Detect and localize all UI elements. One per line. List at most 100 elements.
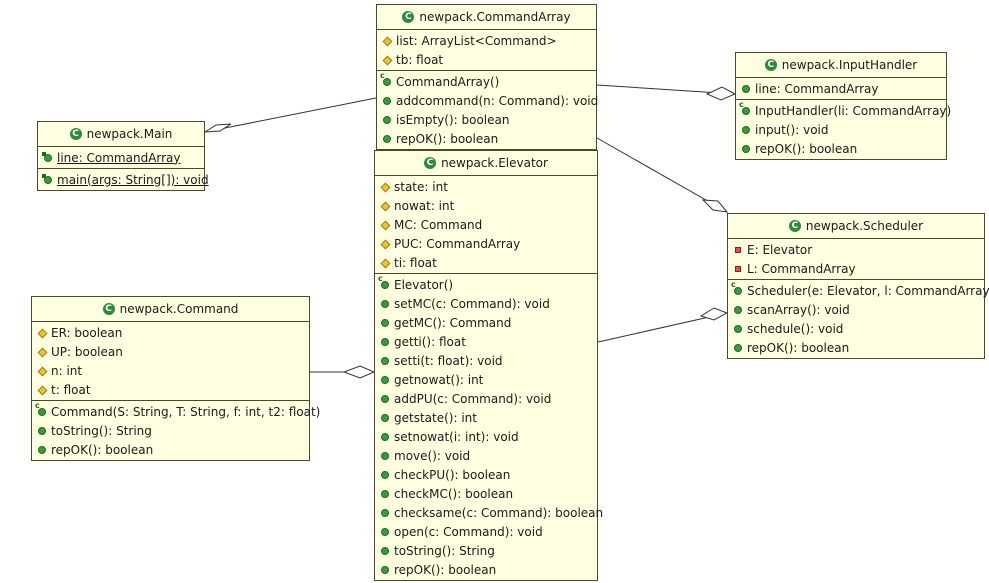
field-row: ti: float [375, 253, 597, 272]
method-row: getnowat(): int [375, 370, 597, 389]
method-row: setMC(c: Command): void [375, 294, 597, 313]
method-text: setnowat(i: int): void [394, 429, 519, 444]
method-text: addcommand(n: Command): void [396, 93, 599, 108]
method-row: Elevator() [375, 274, 597, 294]
method-text: schedule(): void [747, 321, 844, 336]
public-method-icon [379, 507, 391, 519]
class-main[interactable]: C newpack.Main line: CommandArray main(a… [37, 121, 209, 191]
public-method-icon [379, 431, 391, 443]
methods-section: Elevator() setMC(c: Command): void getMC… [375, 274, 603, 580]
fields-section: list: ArrayList<Command> tb: float [377, 30, 596, 71]
protected-field-icon [36, 365, 48, 377]
fields-section: line: CommandArray [38, 147, 204, 169]
method-text: Command(S: String, T: String, f: int, t2… [51, 404, 321, 419]
field-row: PUC: CommandArray [375, 234, 597, 253]
method-row: repOK(): boolean [728, 338, 984, 357]
public-method-icon [740, 124, 752, 136]
methods-section: main(args: String[]): void [38, 169, 209, 190]
constructor-icon [380, 71, 393, 88]
method-row: toString(): String [32, 421, 309, 440]
methods-section: CommandArray() addcommand(n: Command): v… [377, 71, 599, 149]
method-text: repOK(): boolean [394, 562, 497, 577]
method-row: setnowat(i: int): void [375, 427, 597, 446]
protected-field-icon [379, 200, 391, 212]
field-text: UP: boolean [51, 344, 123, 359]
class-header: C newpack.CommandArray [377, 5, 596, 30]
class-icon: C [102, 303, 115, 315]
field-text: state: int [394, 179, 448, 194]
public-method-icon [379, 526, 391, 538]
method-row: checkMC(): boolean [375, 484, 597, 503]
method-row: isEmpty(): boolean [377, 110, 596, 129]
fields-section: E: Elevator L: CommandArray [728, 239, 984, 280]
method-text: checkMC(): boolean [394, 486, 514, 501]
method-row: schedule(): void [728, 319, 984, 338]
diamond-scheduler-top-end [701, 199, 729, 213]
diamond-inputhandler-end [705, 86, 737, 101]
public-method-icon [379, 317, 391, 329]
class-header: C newpack.Command [32, 297, 309, 322]
class-name: newpack.CommandArray [419, 10, 571, 24]
method-text: getti(): float [394, 334, 466, 349]
method-row: InputHandler(li: CommandArray) [736, 100, 951, 120]
method-text: Scheduler(e: Elevator, l: CommandArray) [747, 283, 989, 298]
constructor-icon [739, 100, 752, 117]
public-method-icon [732, 323, 744, 335]
method-text: toString(): String [51, 423, 152, 438]
method-row: repOK(): boolean [736, 139, 946, 158]
method-row: getstate(): int [375, 408, 597, 427]
method-row: checksame(c: Command): boolean [375, 503, 603, 522]
public-method-icon [379, 564, 391, 576]
field-row: nowat: int [375, 196, 597, 215]
method-text: addPU(c: Command): void [394, 391, 552, 406]
method-row: CommandArray() [377, 71, 596, 91]
method-text: repOK(): boolean [396, 131, 499, 146]
public-method-icon [732, 304, 744, 316]
public-method-icon [379, 298, 391, 310]
method-text: repOK(): boolean [747, 340, 850, 355]
public-method-icon [381, 95, 393, 107]
diamond-main-end [204, 123, 232, 133]
class-name: newpack.Elevator [441, 156, 548, 170]
private-field-icon [732, 244, 744, 256]
class-command[interactable]: C newpack.Command ER: boolean UP: boolea… [31, 296, 320, 461]
protected-field-icon [381, 54, 393, 66]
protected-field-icon [379, 219, 391, 231]
protected-field-icon [36, 384, 48, 396]
method-text: setMC(c: Command): void [394, 296, 550, 311]
method-text: main(args: String[]): void [57, 172, 209, 187]
constructor-icon [731, 280, 744, 297]
field-text: MC: Command [394, 217, 483, 232]
class-input-handler[interactable]: C newpack.InputHandler line: CommandArra… [735, 52, 951, 160]
method-row: input(): void [736, 120, 946, 139]
field-text: n: int [51, 363, 83, 378]
public-method-icon [732, 342, 744, 354]
class-scheduler[interactable]: C newpack.Scheduler E: Elevator L: Comma… [727, 213, 989, 359]
field-text: nowat: int [394, 198, 455, 213]
method-row: toString(): String [375, 541, 597, 560]
field-row: ER: boolean [32, 323, 309, 342]
fields-section: state: int nowat: int MC: Command PUC: C… [375, 176, 597, 274]
field-row: MC: Command [375, 215, 597, 234]
class-command-array[interactable]: C newpack.CommandArray list: ArrayList<C… [376, 4, 599, 150]
field-text: L: CommandArray [747, 261, 856, 276]
method-text: repOK(): boolean [51, 442, 154, 457]
method-row: checkPU(): boolean [375, 465, 597, 484]
protected-field-icon [36, 346, 48, 358]
method-text: move(): void [394, 448, 471, 463]
method-text: getstate(): int [394, 410, 477, 425]
diamond-scheduler-mid-end [699, 307, 729, 321]
class-icon: C [424, 157, 437, 169]
class-elevator[interactable]: C newpack.Elevator state: int nowat: int… [374, 150, 603, 581]
method-row: addcommand(n: Command): void [377, 91, 599, 110]
public-method-icon [36, 444, 48, 456]
method-row: main(args: String[]): void [38, 170, 209, 189]
method-row: repOK(): boolean [377, 129, 596, 148]
method-row: repOK(): boolean [375, 560, 597, 579]
method-row: setti(t: float): void [375, 351, 597, 370]
field-row: state: int [375, 177, 597, 196]
method-text: input(): void [755, 122, 829, 137]
field-row: list: ArrayList<Command> [377, 31, 596, 50]
field-row: E: Elevator [728, 240, 984, 259]
